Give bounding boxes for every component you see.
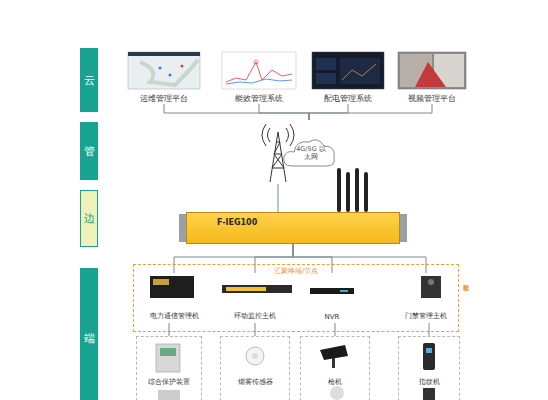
node-text: 端 xyxy=(84,331,95,346)
node-text: 视频管理平台 xyxy=(408,94,456,104)
node-text: 能效管理系统 xyxy=(235,94,283,104)
layer-band: 云 xyxy=(80,48,98,112)
layer-band: 管 xyxy=(80,122,98,180)
field-device: 指纹机 xyxy=(398,336,460,400)
node-text: 配电管理系统 xyxy=(324,94,372,104)
node-text: 综合保护装置 xyxy=(148,377,190,387)
layer-band: 边 xyxy=(80,190,98,247)
node-text: 4G/5G 以太网 xyxy=(294,145,328,161)
connector-line xyxy=(255,323,256,336)
connector-line xyxy=(259,104,309,120)
gateway-device: F-IEG100 xyxy=(186,212,400,244)
node-group: 汇聚终端/节点电力通信管理机 环动监控主机 NVR 门禁管理主机 xyxy=(133,264,459,332)
connector-line xyxy=(164,104,309,120)
connector-line xyxy=(278,184,279,212)
field-device: 枪机 xyxy=(300,336,370,400)
layer-band: 端 xyxy=(80,268,98,400)
node-text: 管 xyxy=(84,144,95,159)
platform-screen: 视频管理平台 xyxy=(390,50,474,104)
platform-screen: 运维管理平台 xyxy=(122,50,206,104)
node-text: 云 xyxy=(84,73,95,88)
node-text: 运维管理平台 xyxy=(140,94,188,104)
connector-line xyxy=(335,323,336,336)
terminal-device: 门禁管理主机 xyxy=(396,273,456,323)
node-text: F-IEG100 xyxy=(217,218,399,227)
node-text: 枪机 xyxy=(328,377,342,387)
node-text: 烟雾传感器 xyxy=(238,377,273,387)
node-text: 门禁管理主机 xyxy=(405,311,447,321)
terminal-device: 电力通信管理机 xyxy=(139,273,209,323)
field-device: 综合保护装置 xyxy=(136,336,202,400)
terminal-device: NVR xyxy=(304,273,360,323)
platform-screen: 能效管理系统 xyxy=(217,50,301,104)
connector-line xyxy=(309,104,348,120)
node-text: 指纹机 xyxy=(419,377,440,387)
connector-line xyxy=(309,104,432,120)
node-text: 汇聚终端/节点 xyxy=(274,267,318,276)
platform-screen: 配电管理系统 xyxy=(306,50,390,104)
node-text: 边 xyxy=(84,211,95,226)
node-text: 环动监控主机 xyxy=(234,311,276,321)
connector-line xyxy=(429,323,430,336)
field-device: 烟雾传感器 xyxy=(220,336,290,400)
node-text: NVR xyxy=(325,313,340,321)
node-text: 电力通信管理机 xyxy=(150,311,199,321)
network-cloud: 4G/5G 以太网 xyxy=(258,120,340,184)
terminal-device: 环动监控主机 xyxy=(214,273,296,323)
connector-line xyxy=(169,323,170,336)
